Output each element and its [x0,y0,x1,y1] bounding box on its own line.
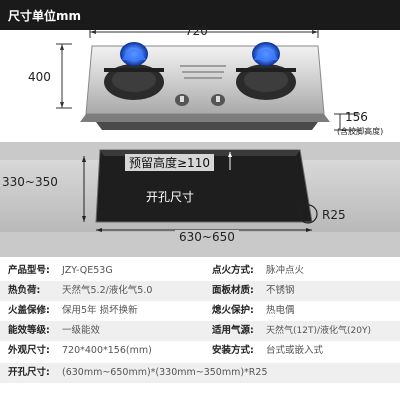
spec-row: 热负荷: 天然气5.2/液化气5.0 面板材质: 不锈钢 [0,281,400,301]
spec-value: 保用5年 损坏换新 [62,305,138,316]
cutout-width-label: 630~650 [175,230,239,244]
stove-illustration [56,28,360,131]
reserve-height-label: 预留高度≥110 [125,154,214,171]
spec-value: 台式或嵌入式 [266,345,324,356]
spec-row: 能效等级: 一级能效 适用气源: 天然气(12T)/液化气(20Y) [0,321,400,341]
spec-key: 能效等级: [8,325,50,336]
spec-value: JZY-QE53G [62,265,113,276]
width-label: 720 [185,24,208,38]
spec-key: 面板材质: [212,285,254,296]
cutout-title: 开孔尺寸 [146,190,195,204]
stove-top-view: 720 400 156 (含胶脚高度) [0,24,400,142]
left-burner [104,42,164,100]
height-label: 156 [345,110,368,124]
spec-key: 外观尺寸: [8,345,50,356]
spec-value: 脉冲点火 [266,265,305,276]
knobs [175,94,225,106]
spec-value: 不锈钢 [266,285,295,296]
spec-key: 开孔尺寸: [8,367,50,378]
depth-label: 400 [28,70,51,84]
spec-value: 天然气(12T)/液化气(20Y) [266,326,371,336]
spec-row: 产品型号: JZY-QE53G 点火方式: 脉冲点火 [0,261,400,281]
spec-key: 适用气源: [212,325,254,336]
spec-key: 点火方式: [212,265,254,276]
spec-key: 安装方式: [212,345,254,356]
spec-row: 外观尺寸: 720*400*156(mm) 安装方式: 台式或嵌入式 [0,341,400,361]
spec-value: (630mm~650mm)*(330mm~350mm)*R25 [62,367,268,378]
width-arrow [89,28,319,38]
spec-table: 产品型号: JZY-QE53G 点火方式: 脉冲点火 热负荷: 天然气5.2/液… [0,257,400,400]
cutout-view: 预留高度≥110 330~350 开孔尺寸 R25 630~650 [0,142,400,257]
spec-key: 火盖保修: [8,305,50,316]
spec-value: 720*400*156(mm) [62,345,152,356]
height-note: (含胶脚高度) [337,127,384,136]
spec-value: 热电偶 [266,305,295,316]
spec-row-cutout: 开孔尺寸: (630mm~650mm)*(330mm~350mm)*R25 [0,363,400,383]
right-burner [236,42,296,100]
spec-key: 热负荷: [8,285,41,296]
vent-slots [180,65,226,79]
corner-marker [298,204,318,224]
spec-value: 天然气5.2/液化气5.0 [62,285,153,296]
height-arrow [334,113,360,131]
spec-row: 火盖保修: 保用5年 损坏换新 熄火保护: 热电偶 [0,301,400,321]
cutout-depth-label: 330~350 [2,175,58,189]
spec-key: 熄火保护: [212,305,254,316]
unit-title: 尺寸单位mm [8,9,82,23]
corner-radius-label: R25 [322,208,346,222]
depth-arrow [56,43,72,109]
spec-value: 一级能效 [62,325,101,336]
header-bar: 尺寸单位mm [0,0,400,30]
spec-key: 产品型号: [8,265,50,276]
